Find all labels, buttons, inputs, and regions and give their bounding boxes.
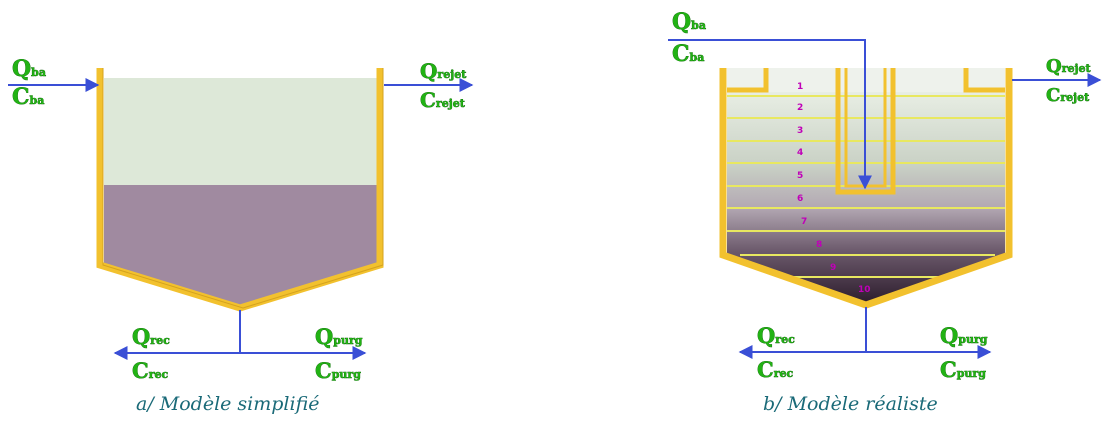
- clear-water-zone: [104, 78, 380, 185]
- panel-simplified: Qba Cba Qrejet Crejet Qrec Crec Qpurg Cp…: [8, 56, 474, 383]
- panel-realistic: 1 2 3 4 5 6 7 8 9 10 Qba Cba Qrejet Crej…: [668, 9, 1102, 382]
- layer-label: 7: [801, 217, 807, 227]
- layer-label: 2: [797, 103, 803, 113]
- layer-label: 1: [797, 82, 803, 92]
- sludge-zone: [104, 185, 380, 305]
- settler-fill: [727, 92, 1005, 302]
- layer-label: 10: [858, 285, 871, 295]
- c-in-label: Cba: [672, 41, 704, 67]
- c-purg-label: Cpurg: [940, 357, 986, 382]
- left-weir: [727, 68, 769, 93]
- q-purg-label: Qpurg: [315, 324, 363, 349]
- q-out-label: Qrejet: [1046, 56, 1091, 77]
- layer-label: 3: [797, 126, 803, 136]
- caption-realistic: b/ Modèle réaliste: [763, 393, 938, 415]
- layer-label: 6: [797, 194, 803, 204]
- c-purg-label: Cpurg: [315, 358, 361, 383]
- feed-well: [835, 68, 896, 195]
- layer-label: 9: [830, 263, 836, 273]
- c-out-label: Crejet: [420, 88, 466, 112]
- q-out-label: Qrejet: [420, 59, 467, 83]
- layer-label: 4: [797, 148, 803, 158]
- q-in-label: Qba: [672, 9, 706, 35]
- tank-wall: [96, 68, 384, 312]
- q-in-label: Qba: [12, 56, 46, 82]
- right-weir: [963, 68, 1005, 93]
- inflow-arrow: [668, 39, 872, 190]
- caption-simplified: a/ Modèle simplifié: [136, 393, 320, 415]
- c-out-label: Crejet: [1046, 85, 1090, 106]
- c-rec-label: Crec: [757, 357, 794, 382]
- c-in-label: Cba: [12, 84, 44, 110]
- layer-label: 5: [797, 171, 803, 181]
- q-purg-label: Qpurg: [940, 323, 988, 348]
- layer-label: 8: [816, 240, 822, 250]
- c-rec-label: Crec: [132, 358, 169, 383]
- q-rec-label: Qrec: [757, 323, 795, 348]
- tank-wall: [719, 68, 1013, 309]
- q-rec-label: Qrec: [132, 324, 170, 349]
